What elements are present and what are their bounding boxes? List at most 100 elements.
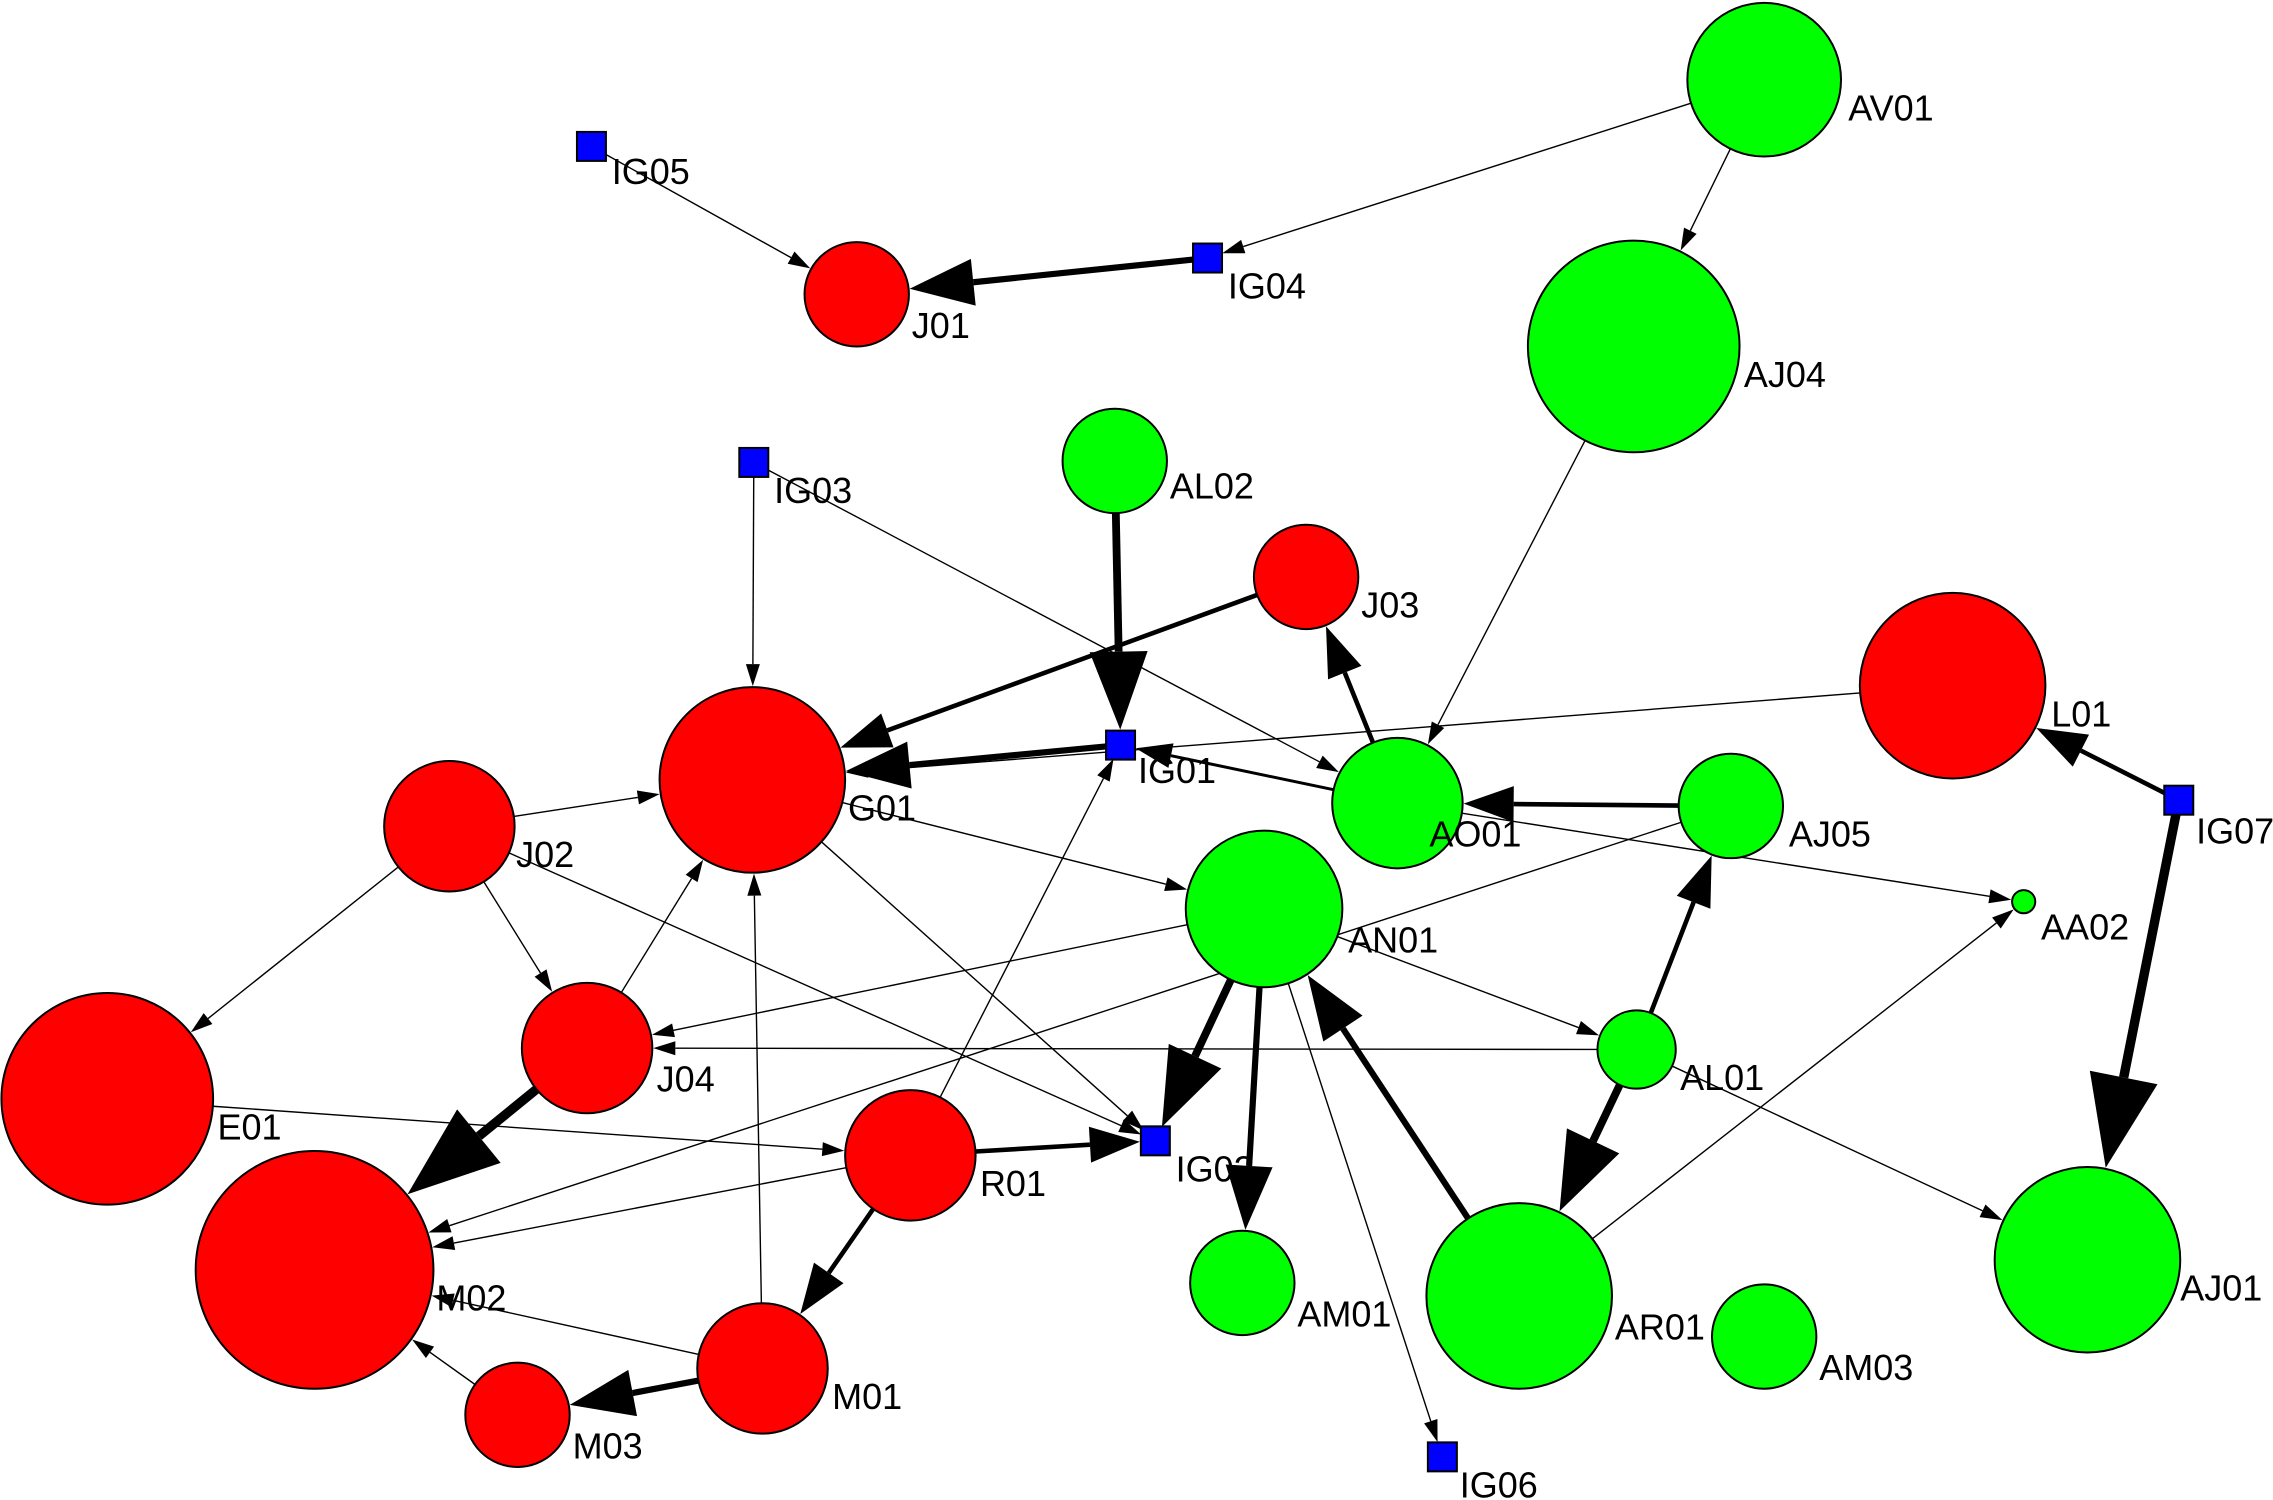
node-AJ04: AJ04 [1526, 239, 1826, 454]
edge-line [1689, 148, 1732, 232]
arrowhead [1225, 1164, 1273, 1230]
edge-line [842, 801, 1167, 885]
node-label: AJ05 [1789, 814, 1871, 855]
edge-line [1337, 935, 1579, 1029]
arrowhead [2036, 728, 2090, 767]
arrowhead [1326, 626, 1362, 680]
node-square [1139, 1125, 1171, 1157]
node-label: J03 [1361, 585, 1419, 626]
edge-AV01-IG04 [1222, 102, 1692, 254]
node-AO01: AO01 [1331, 736, 1521, 870]
node-label: AO01 [1429, 814, 1521, 855]
arrowhead [636, 790, 660, 805]
arrowhead [1097, 758, 1114, 782]
arrowhead [1992, 909, 2014, 929]
edge-line [909, 743, 1107, 769]
arrowhead [800, 1262, 844, 1315]
edge-R01-M02 [432, 1166, 847, 1250]
node-M01: M01 [696, 1302, 902, 1435]
edge-R01-IG02 [975, 1126, 1140, 1163]
node-AJ01: AJ01 [1993, 1165, 2262, 1354]
arrowhead [821, 1142, 845, 1157]
node-square [575, 130, 607, 162]
arrowhead [1161, 1043, 1222, 1127]
edge-J03-G01 [840, 592, 1258, 748]
edge-G01-IG02 [820, 841, 1144, 1131]
node-IG04: IG04 [1192, 242, 1306, 307]
arrowhead [745, 664, 760, 687]
node-label: L01 [2051, 693, 2111, 734]
node-circle [2011, 889, 2037, 915]
edge-G01-AN01 [842, 801, 1188, 891]
arrowhead [840, 713, 894, 748]
node-R01: R01 [844, 1089, 1046, 1222]
node-label: IG03 [774, 470, 852, 511]
node-label: AN01 [1348, 919, 1438, 960]
edge-line [1243, 102, 1692, 248]
edge-line [826, 1207, 876, 1275]
arrowhead [428, 1219, 452, 1233]
node-label: G01 [848, 787, 916, 828]
node-E01: E01 [0, 991, 282, 1206]
node-AV01: AV01 [1686, 1, 1934, 158]
edge-line [939, 778, 1105, 1098]
arrowhead [431, 1293, 455, 1308]
arrowhead [1118, 1119, 1142, 1135]
edge-AN01-AM01 [1225, 986, 1273, 1230]
arrowhead [1576, 1021, 1600, 1036]
arrowhead [432, 1236, 456, 1250]
edge-line [1246, 986, 1263, 1167]
arrowhead [1122, 1110, 1144, 1131]
edge-IG05-J01 [603, 152, 811, 269]
node-circle [464, 1361, 571, 1469]
edge-line [449, 821, 1682, 1227]
node-G01: G01 [658, 686, 916, 874]
arrowhead [1222, 239, 1246, 254]
node-square [1192, 242, 1224, 274]
edge-line [508, 852, 1122, 1127]
edge-J04-G01 [620, 859, 704, 993]
node-J02: J02 [383, 760, 574, 893]
edges-layer [190, 102, 2181, 1443]
node-circle [803, 241, 910, 348]
node-label: AL02 [1170, 466, 1254, 507]
node-IG03: IG03 [738, 446, 852, 511]
node-circle [1331, 736, 1464, 870]
node-label: AM03 [1819, 1347, 1913, 1388]
arrowhead [685, 859, 704, 883]
edge-AR01-AA02 [1591, 909, 2014, 1240]
edge-line [1111, 513, 1123, 652]
edge-AN01-IG02 [1161, 978, 1235, 1127]
arrowhead [1424, 1419, 1438, 1443]
arrowhead [1988, 889, 2012, 904]
node-square [738, 446, 770, 478]
node-J04: J04 [520, 981, 715, 1115]
edge-line [1340, 1026, 1471, 1221]
arrowhead [787, 251, 811, 269]
arrowhead [845, 763, 869, 778]
edge-AO01-J03 [1326, 626, 1376, 744]
edge-J02-IG02 [508, 852, 1142, 1135]
edge-IG07-AJ01 [2089, 813, 2181, 1168]
arrowhead [653, 1041, 676, 1056]
arrowhead [909, 258, 976, 306]
edge-AJ05-M02 [428, 821, 1682, 1233]
edge-line [483, 881, 542, 974]
node-circle [1184, 829, 1344, 989]
arrowhead [1463, 786, 1514, 823]
edge-AR01-AN01 [1307, 975, 1471, 1221]
node-AJ05: AJ05 [1677, 752, 1871, 860]
edge-L01-G01 [845, 692, 1861, 778]
node-circle [1710, 1283, 1818, 1390]
node-label: E01 [217, 1106, 281, 1147]
edge-line [2119, 813, 2181, 1079]
node-circle [658, 686, 847, 874]
node-label: AM01 [1297, 1293, 1391, 1334]
arrowhead [569, 1369, 638, 1417]
edge-line [1648, 901, 1696, 1014]
node-label: M01 [832, 1376, 902, 1417]
edge-line [886, 592, 1258, 733]
node-IG02: IG02 [1139, 1125, 1254, 1189]
